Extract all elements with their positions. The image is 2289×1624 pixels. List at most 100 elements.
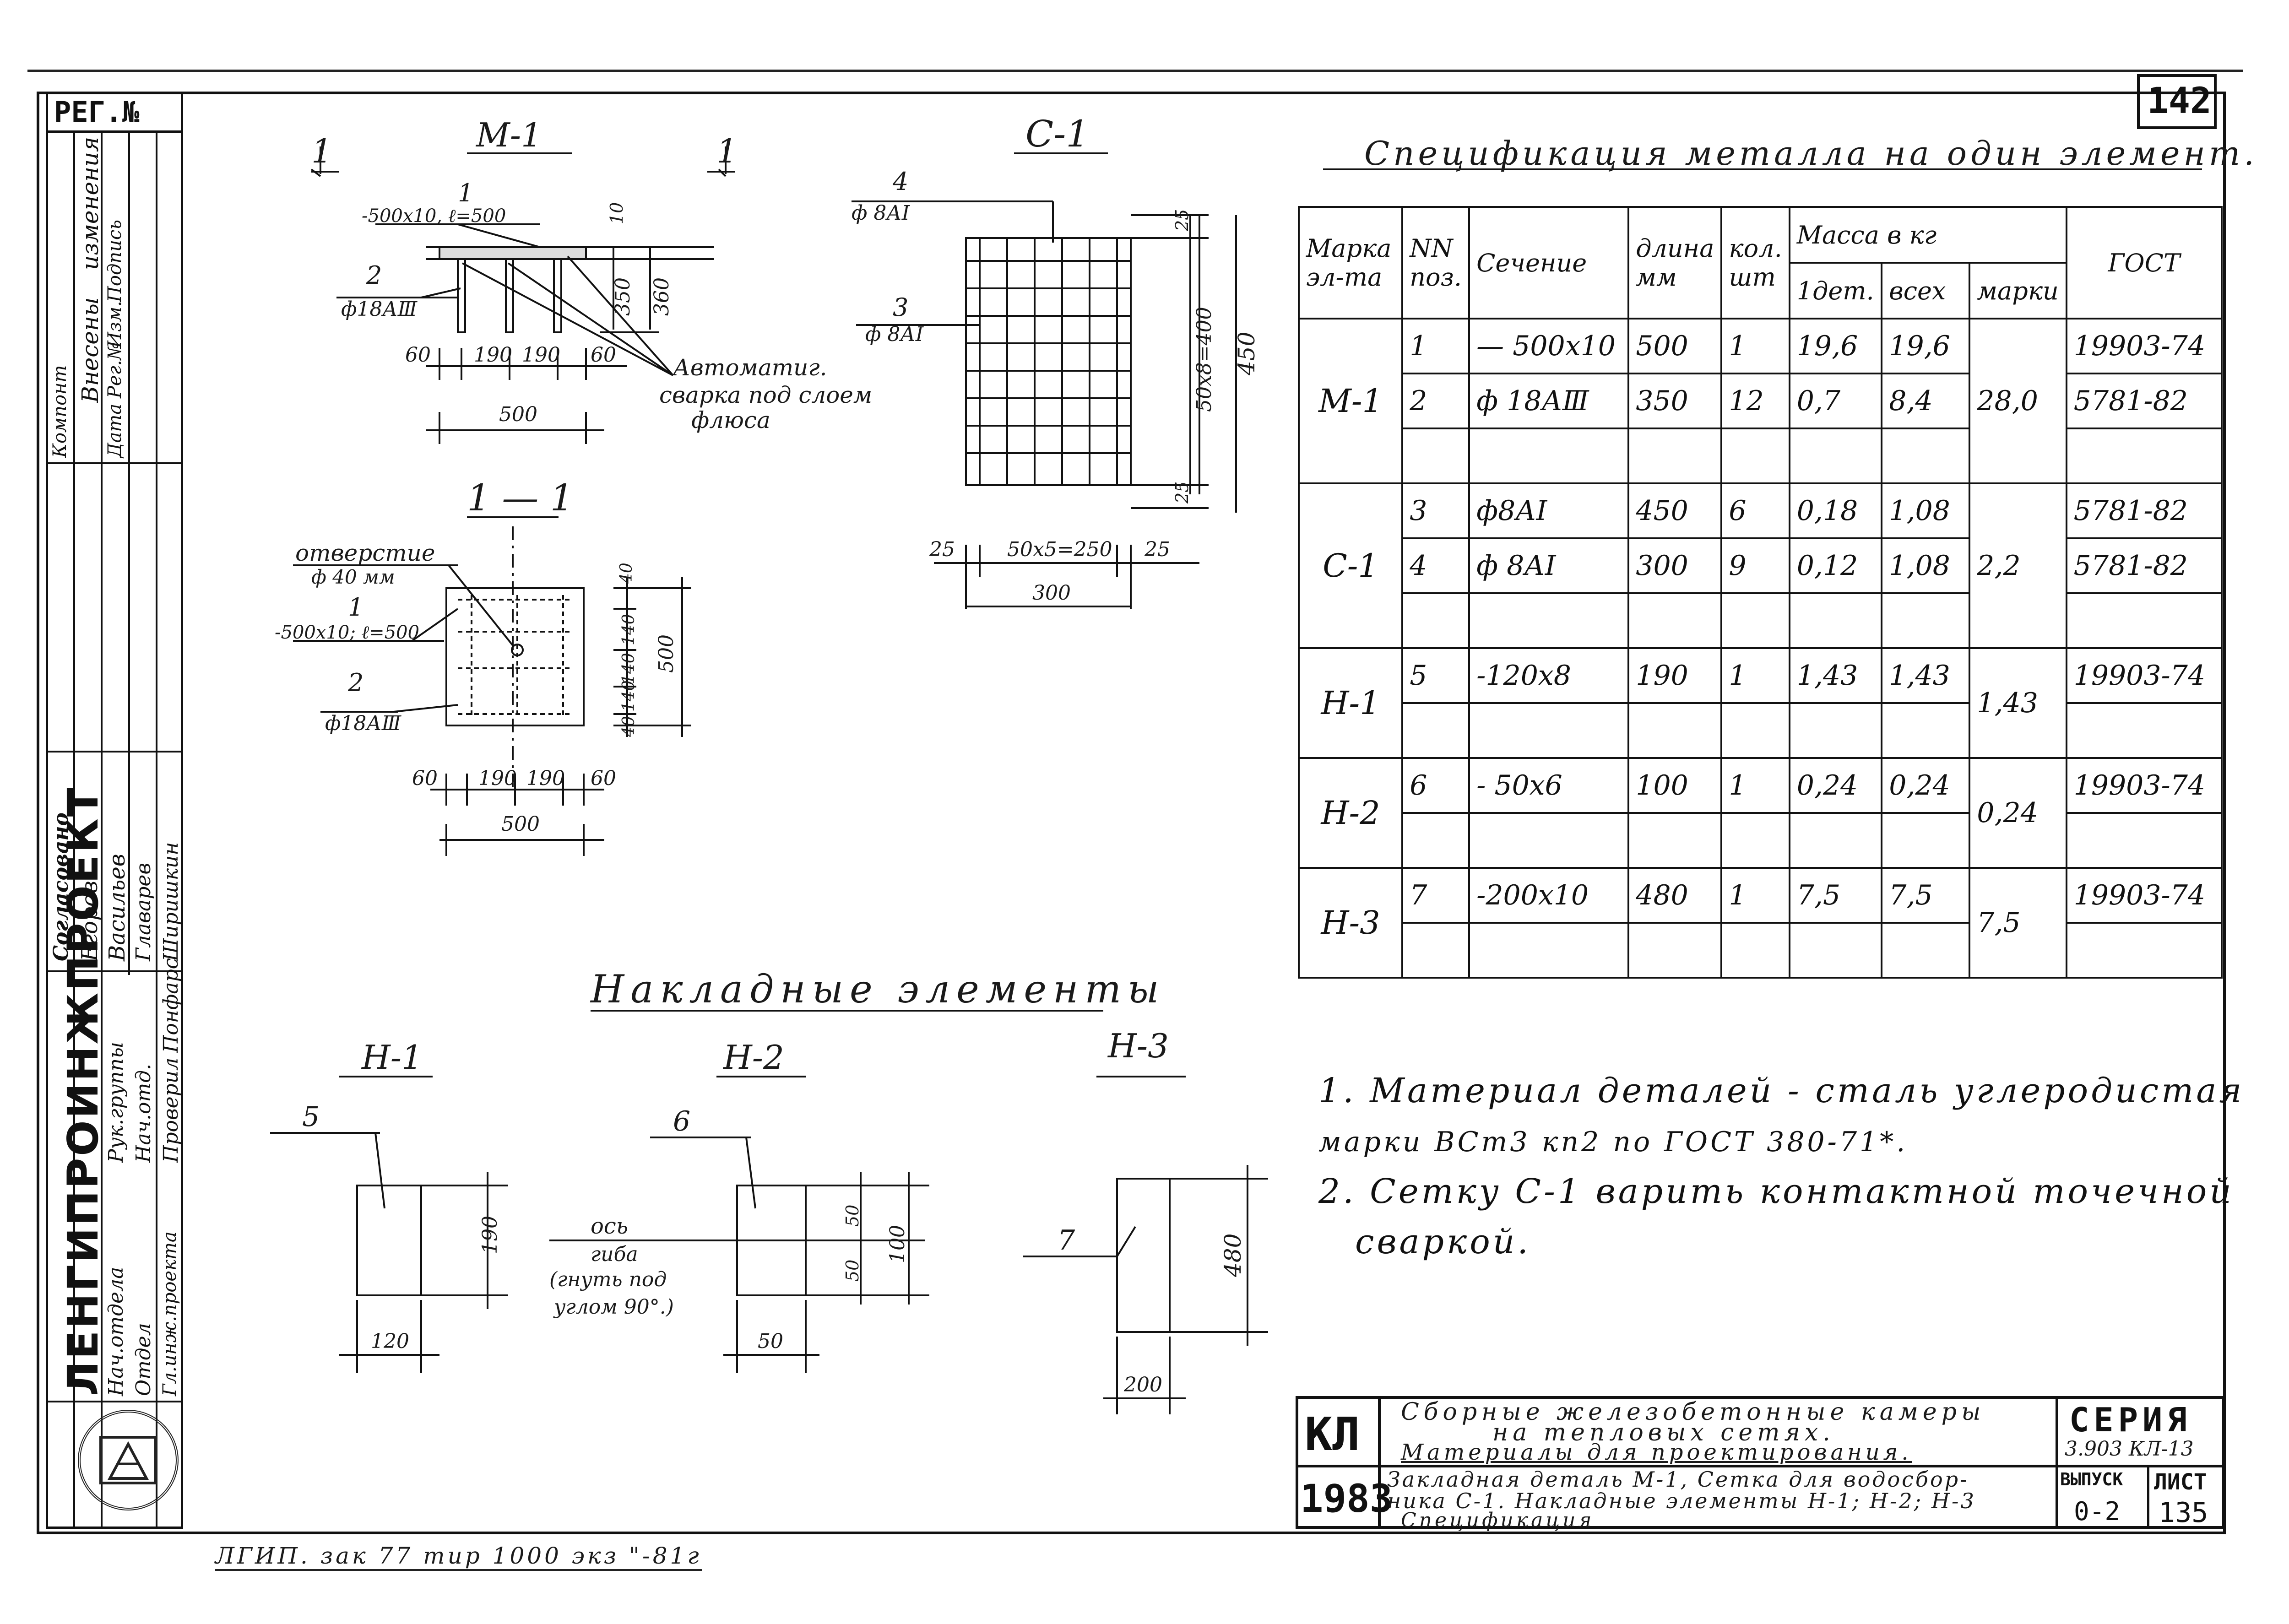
m1-dim-60b: 60 — [591, 343, 616, 367]
hdr-pos: NN поз. — [1401, 206, 1470, 319]
hdr-mass-mark: марки — [1969, 262, 2067, 319]
row-mass-mark: 0,24 — [1969, 757, 2067, 869]
tb-hline — [1296, 1465, 2225, 1467]
hdr-mass-det: 1дет. — [1788, 262, 1883, 319]
row-mass-det: 0,18 — [1788, 482, 1883, 539]
empty-cell — [1788, 592, 1883, 649]
m1-dim-350: 350 — [611, 277, 635, 316]
c1-dim-250: 50х5=250 — [1007, 538, 1112, 561]
m1-section-mark-left: 1 — [311, 132, 332, 170]
c1-dim-25a: 25 — [1172, 209, 1192, 232]
c1-dim-400: 50х8=400 — [1193, 307, 1216, 412]
empty-cell — [1881, 922, 1971, 979]
m1-weld-note-3: флюса — [691, 407, 770, 433]
empty-cell — [1468, 812, 1630, 869]
row-gost: 19903-74 — [2065, 647, 2223, 704]
table-row-empty — [1299, 702, 2223, 759]
row-gost: 5781-82 — [2065, 482, 2223, 539]
row-section: ф8АI — [1468, 482, 1630, 539]
empty-cell — [1788, 428, 1883, 484]
tb-series-label: СЕРИЯ — [2069, 1401, 2191, 1439]
c1-dim-450: 450 — [1233, 332, 1260, 376]
row-pos: 3 — [1401, 482, 1470, 539]
h2-pos: 6 — [673, 1105, 690, 1137]
row-mark: С-1 — [1297, 482, 1404, 649]
h2-note-2: гиба — [591, 1243, 638, 1266]
s11-pos1-text: -500х10; ℓ=500 — [275, 622, 419, 643]
row-qty: 9 — [1720, 537, 1790, 594]
row-qty: 1 — [1720, 318, 1790, 374]
note-2-line-1: 2. Сетку С-1 варить контактной точечной — [1318, 1172, 2234, 1211]
tb-line-2: на тепловых сетях. — [1492, 1419, 1835, 1446]
empty-cell — [1788, 922, 1883, 979]
note-2-line-2: сваркой. — [1355, 1222, 1531, 1261]
row-mass-all: 8,4 — [1881, 373, 1971, 429]
row-pos: 1 — [1401, 318, 1470, 374]
empty-cell — [1881, 812, 1971, 869]
c1-dim-300: 300 — [1032, 581, 1071, 605]
row-mark: Н-1 — [1297, 647, 1404, 759]
row-pos: 7 — [1401, 867, 1470, 924]
h1-dim-120: 120 — [371, 1330, 409, 1353]
tb-issue-value: 0-2 — [2074, 1497, 2121, 1527]
empty-cell — [1720, 428, 1790, 484]
row-gost: 5781-82 — [2065, 373, 2223, 429]
hdr-length: длина мм — [1627, 206, 1723, 319]
m1-dim-60a: 60 — [405, 343, 431, 367]
row-mark: Н-2 — [1297, 757, 1404, 869]
empty-cell — [1788, 812, 1883, 869]
org-seal-logo — [78, 1410, 179, 1510]
m1-weld-note-2: сварка под слоем — [659, 382, 872, 408]
row-qty: 1 — [1720, 867, 1790, 924]
tb-issue-label: ВЫПУСК — [2060, 1469, 2123, 1489]
empty-cell — [1881, 702, 1971, 759]
strip-divider — [128, 133, 130, 975]
row-mass-all: 1,08 — [1881, 482, 1971, 539]
s11-dim-40a: 40 — [617, 563, 636, 584]
c1-pos4: 4 — [892, 167, 908, 196]
empty-cell — [1627, 922, 1723, 979]
m1-pos2: 2 — [366, 261, 382, 290]
empty-cell — [1627, 428, 1723, 484]
s11-title: 1 — 1 — [467, 476, 574, 519]
row-gost: 19903-74 — [2065, 757, 2223, 814]
s11-pos2: 2 — [347, 668, 363, 697]
s11-pos2-text: ф18АⅢ — [325, 712, 402, 735]
c1-dim-25c: 25 — [929, 538, 955, 561]
c1-dim-25b: 25 — [1172, 482, 1192, 504]
row-mass-det: 0,7 — [1788, 373, 1883, 429]
table-row: Н-1 5 -120х8 190 1 1,43 1,43 1,43 19903-… — [1297, 647, 2223, 759]
row-mass-det: 19,6 — [1788, 318, 1883, 374]
table-row-empty — [1299, 922, 2223, 979]
top-margin-line — [27, 70, 2243, 72]
tb-year: 1983 — [1300, 1476, 1393, 1521]
row-mass-mark: 1,43 — [1969, 647, 2067, 759]
tb-sheet-label: ЛИСТ — [2154, 1469, 2207, 1495]
row-mass-det: 0,12 — [1788, 537, 1883, 594]
s11-dim-140b: 140 — [619, 653, 638, 684]
table-row-empty — [1299, 812, 2223, 869]
note-1-line-2: марки ВСт3 кп2 по ГОСТ 380-71*. — [1318, 1126, 1908, 1158]
tb-line-3: Материалы для проектирования. — [1401, 1440, 1912, 1465]
footer-stamp: ЛГИП. зак 77 тир 1000 экз "-81г — [215, 1543, 702, 1571]
empty-cell — [2065, 592, 2223, 649]
tb-line-1: Сборные железобетонные камеры — [1401, 1398, 1985, 1426]
row-mass-all: 7,5 — [1881, 867, 1971, 924]
seal-emblem — [99, 1436, 157, 1484]
overlay-title: Накладные элементы — [590, 967, 1165, 1012]
strip-divider — [73, 133, 75, 1529]
row-mass-all: 1,43 — [1881, 647, 1971, 704]
strip-divider — [156, 133, 157, 1529]
tb-kl: КЛ — [1305, 1407, 1360, 1461]
c1-pos4-text: ф 8АI — [852, 201, 911, 225]
row-qty: 12 — [1720, 373, 1790, 429]
sheet-number: 142 — [2147, 81, 2212, 122]
empty-cell — [1720, 812, 1790, 869]
h1-title: Н-1 — [361, 1038, 423, 1077]
empty-cell — [1788, 702, 1883, 759]
s11-dim-500: 500 — [501, 812, 540, 836]
h2-dim-100: 100 — [886, 1225, 909, 1263]
row-qty: 6 — [1720, 482, 1790, 539]
empty-cell — [2065, 702, 2223, 759]
empty-cell — [1881, 592, 1971, 649]
